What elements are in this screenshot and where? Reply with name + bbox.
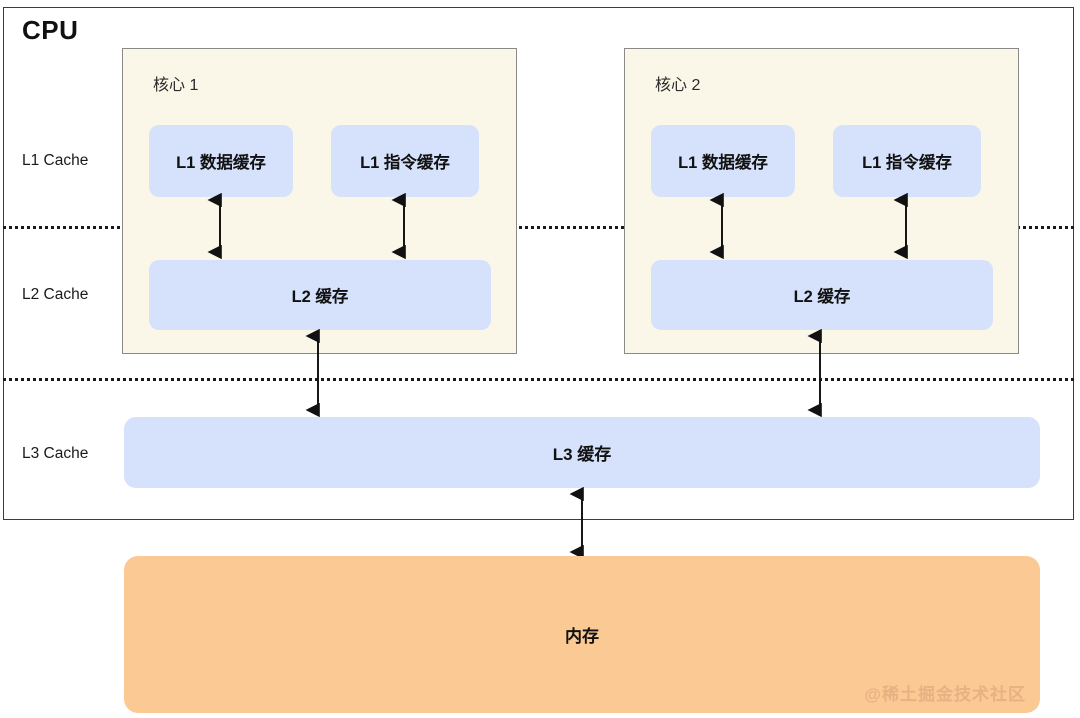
cpu-boundary-frame <box>3 7 1074 520</box>
arrow-core1-l1data-to-l2 <box>207 192 228 260</box>
core-1-title: 核心 1 <box>153 77 199 94</box>
arrow-core2-l1data-to-l2 <box>709 192 730 260</box>
core-2-title: 核心 2 <box>655 77 701 94</box>
arrow-core1-l1instr-to-l2 <box>391 192 412 260</box>
l3-cache-block: L3 缓存 <box>124 417 1040 488</box>
row-label-l3-cache: L3 Cache <box>22 445 89 462</box>
arrow-core2-l2-to-l3 <box>807 328 828 418</box>
arrow-core2-l1instr-to-l2 <box>893 192 914 260</box>
memory-label: 内存 <box>565 627 599 646</box>
arrow-core1-l2-to-l3 <box>305 328 326 418</box>
divider-l2-l3 <box>3 378 1074 381</box>
core-1-l1-instruction-cache: L1 指令缓存 <box>331 125 479 197</box>
core-1-l1-data-cache: L1 数据缓存 <box>149 125 293 197</box>
row-label-l2-cache: L2 Cache <box>22 286 89 303</box>
row-label-l1-cache: L1 Cache <box>22 152 89 169</box>
watermark-text: @稀土掘金技术社区 <box>864 685 1026 704</box>
memory-block: 内存 @稀土掘金技术社区 <box>124 556 1040 713</box>
core-1-l2-cache: L2 缓存 <box>149 260 491 330</box>
core-2-l1-instruction-cache: L1 指令缓存 <box>833 125 981 197</box>
cpu-title: CPU <box>22 15 79 45</box>
core-2-l1-data-cache: L1 数据缓存 <box>651 125 795 197</box>
arrow-l3-to-memory <box>569 486 590 560</box>
core-2-container: 核心 2 L1 数据缓存 L1 指令缓存 L2 缓存 <box>624 48 1019 354</box>
divider-l1-l2 <box>3 226 1074 229</box>
core-2-l2-cache: L2 缓存 <box>651 260 993 330</box>
core-1-container: 核心 1 L1 数据缓存 L1 指令缓存 L2 缓存 <box>122 48 517 354</box>
